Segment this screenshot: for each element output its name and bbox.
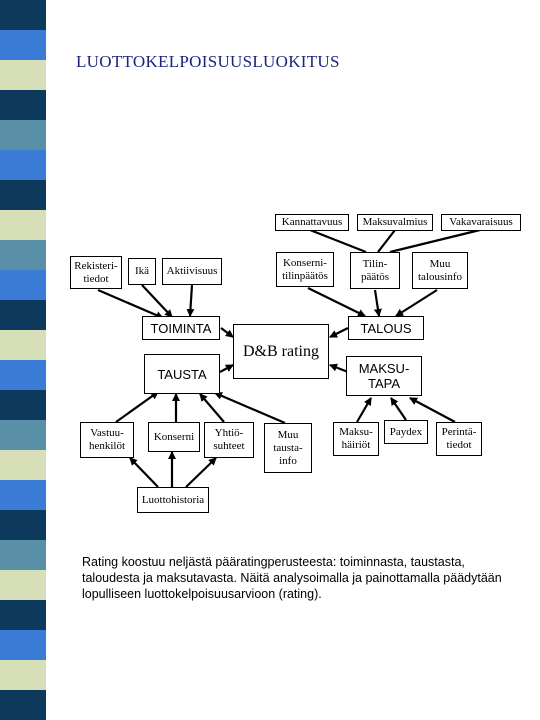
stripe-segment (0, 390, 46, 420)
node-aktiivisuus: Aktiivisuus (162, 258, 222, 285)
stripe-segment (0, 540, 46, 570)
stripe-segment (0, 630, 46, 660)
arrow-maksuhairiot-maksutapa (356, 397, 372, 423)
node-vastuuhenkilot: Vastuu- henkilöt (80, 422, 134, 458)
arrow-aktiivisuus-toiminta (186, 284, 195, 317)
node-vakavaraisuus: Vakavaraisuus (441, 214, 521, 231)
stripe-segment (0, 120, 46, 150)
stripe-segment (0, 270, 46, 300)
line-maksuvalmius-tilinpaatos (377, 229, 396, 253)
stripe-segment (0, 60, 46, 90)
node-maksutapa: MAKSU- TAPA (346, 356, 422, 396)
node-muu-taustainfo: Muu tausta- info (264, 423, 312, 473)
arrow-muu-taustainfo-tausta (214, 391, 286, 425)
arrow-yhtiosuhteet-tausta (199, 393, 225, 423)
stripe-segment (0, 600, 46, 630)
node-maksuvalmius: Maksuvalmius (357, 214, 433, 231)
node-yhtiosuhteet: Yhtiö- suhteet (204, 422, 254, 458)
node-muu-talousinfo: Muu talousinfo (412, 252, 468, 289)
node-rekisteritiedot: Rekisteri- tiedot (70, 256, 122, 289)
page-title: LUOTTOKELPOISUUSLUOKITUS (76, 52, 340, 71)
node-luottohistoria: Luottohistoria (137, 487, 209, 513)
arrow-talous-db (329, 327, 349, 338)
line-vakavaraisuus-tilinpaatos (389, 228, 481, 254)
arrow-muu-talousinfo-talous (395, 289, 438, 317)
stripe-segment (0, 150, 46, 180)
stripe-segment (0, 0, 46, 30)
arrow-toiminta-db (220, 327, 234, 338)
stripe-segment (0, 450, 46, 480)
stripe-segment (0, 360, 46, 390)
arrow-konsernitilinpaatos-talous (307, 287, 366, 317)
stripe-segment (0, 330, 46, 360)
node-kannattavuus: Kannattavuus (275, 214, 349, 231)
stripe-segment (0, 240, 46, 270)
node-maksuhairiot: Maksu- häiriöt (333, 422, 379, 456)
node-konsernitilinpaatos: Konserni- tilinpäätös (276, 252, 334, 287)
stripe-segment (0, 570, 46, 600)
line-kannattavuus-tilinpaatos (309, 228, 367, 254)
node-perintatiedot: Perintä- tiedot (436, 422, 482, 456)
node-talous: TALOUS (348, 316, 424, 340)
arrow-paydex-maksutapa (390, 397, 407, 421)
arrow-luottohistoria-vastuuhenkilot (129, 457, 159, 488)
stripe-segment (0, 480, 46, 510)
arrow-tilinpaatos-talous (373, 289, 382, 317)
node-db-rating: D&B rating (233, 324, 329, 379)
node-konserni: Konserni (148, 422, 200, 452)
stripe-segment (0, 30, 46, 60)
node-toiminta: TOIMINTA (142, 316, 220, 340)
arrow-maksutapa-db (329, 363, 349, 374)
stripe-segment (0, 420, 46, 450)
node-tilinpaatos: Tilin- päätös (350, 252, 400, 289)
arrow-perintatiedot-maksutapa (409, 397, 456, 423)
stripe-segment (0, 300, 46, 330)
node-tausta: TAUSTA (144, 354, 220, 394)
stripe-segment (0, 90, 46, 120)
node-paydex: Paydex (384, 420, 428, 444)
arrow-vastuuhenkilot-tausta (115, 391, 159, 423)
arrow-luottohistoria-yhtiosuhteet (185, 457, 217, 488)
stripe-segment (0, 660, 46, 690)
node-ika: Ikä (128, 258, 156, 285)
arrow-tausta-db (219, 364, 234, 373)
diagram-caption: Rating koostuu neljästä pääratingperuste… (82, 555, 502, 601)
stripe-segment (0, 210, 46, 240)
stripe-segment (0, 510, 46, 540)
stripe-segment (0, 180, 46, 210)
stripe-segment (0, 690, 46, 720)
arrow-rekisteritiedot-toiminta (97, 288, 164, 320)
arrow-ika-toiminta (141, 284, 173, 318)
